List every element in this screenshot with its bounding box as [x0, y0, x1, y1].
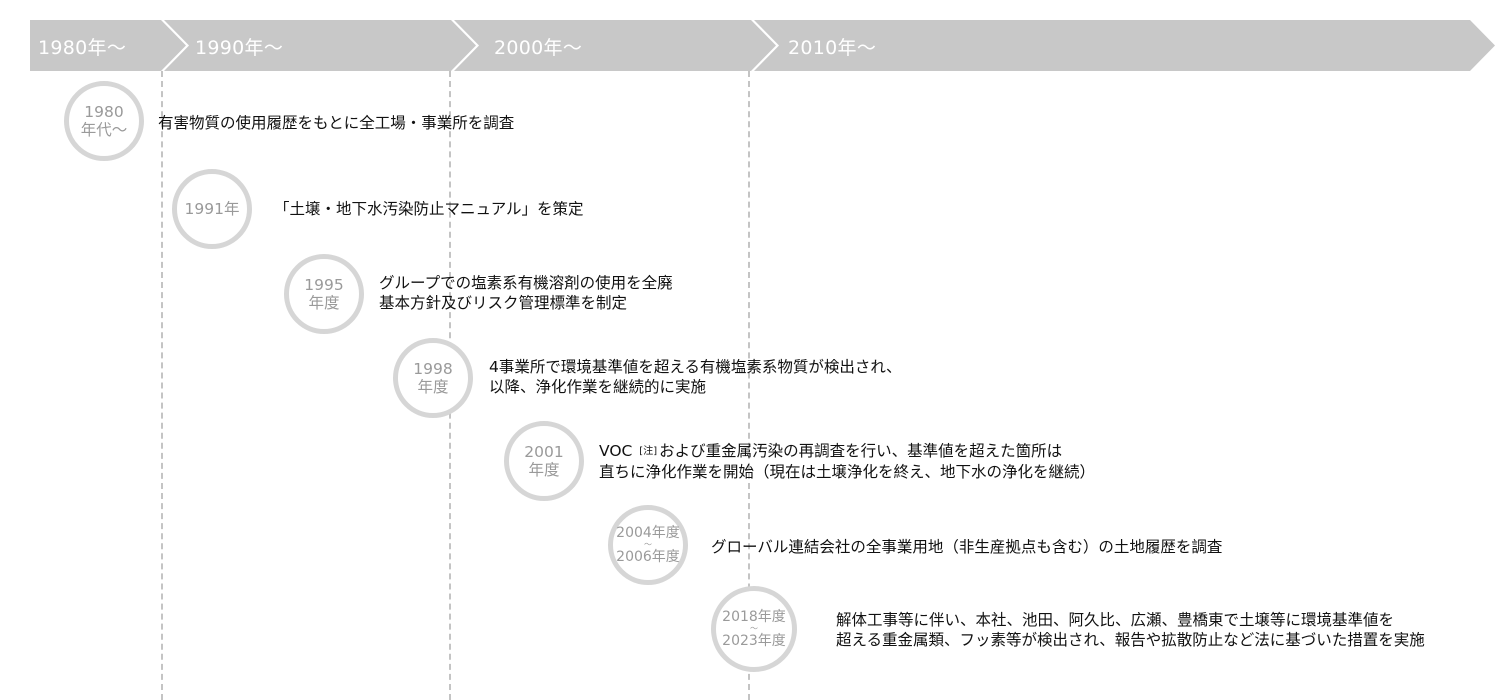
- year-badge-1980s: 1980 年代〜: [64, 81, 144, 161]
- event-line: グローバル連結会社の全事業用地（非生産拠点も含む）の土地履歴を調査: [711, 538, 1223, 556]
- era-label-2000s: 2000年〜: [494, 37, 583, 59]
- badge-year: 1980: [84, 102, 124, 121]
- event-text-2001: VOC [注]および重金属汚染の再調査を行い、基準値を超えた箇所は 直ちに浄化作…: [599, 441, 1095, 482]
- badge-year: 1995: [304, 275, 344, 294]
- era-label-1990s: 1990年〜: [195, 37, 284, 59]
- era-header-arrows: [30, 20, 1495, 71]
- badge-year-start: 2004年度: [616, 524, 680, 541]
- event-line: グループでの塩素系有機溶剤の使用を全廃: [379, 274, 673, 292]
- badge-suffix: 年度: [308, 294, 340, 312]
- era-segment-1980s: [30, 20, 186, 71]
- event-text-2004-2006: グローバル連結会社の全事業用地（非生産拠点も含む）の土地履歴を調査: [711, 537, 1222, 557]
- badge-suffix: 年度: [528, 461, 560, 479]
- badge-year-end: 2006年度: [616, 548, 680, 565]
- badge-year: 1998: [413, 359, 453, 378]
- event-line: 以降、浄化作業を継続的に実施: [489, 378, 707, 396]
- voc-term: VOC: [599, 442, 633, 460]
- year-badge-2004-2006: 2004年度 〜 2006年度: [608, 505, 688, 585]
- badge-suffix: 年度: [417, 378, 449, 396]
- event-line: 有害物質の使用履歴をもとに全工場・事業所を調査: [158, 114, 515, 132]
- event-line: 4事業所で環境基準値を超える有機塩素系物質が検出され、: [489, 358, 902, 376]
- event-text-1995: グループでの塩素系有機溶剤の使用を全廃 基本方針及びリスク管理標準を制定: [379, 273, 673, 313]
- era-segment-2010s: [754, 20, 1495, 71]
- event-line: 「土壌・地下水汚染防止マニュアル」を策定: [274, 200, 584, 218]
- event-line: VOC [注]および重金属汚染の再調査を行い、基準値を超えた箇所は: [599, 441, 1095, 462]
- badge-suffix: 年代〜: [80, 121, 128, 139]
- era-divider-2010: [748, 71, 750, 700]
- event-text-1998: 4事業所で環境基準値を超える有機塩素系物質が検出され、 以降、浄化作業を継続的に…: [489, 357, 902, 397]
- event-text-1980s: 有害物質の使用履歴をもとに全工場・事業所を調査: [158, 113, 514, 133]
- event-line: 解体工事等に伴い、本社、池田、阿久比、広瀬、豊橋東で土壌等に環境基準値を: [836, 611, 1395, 629]
- era-label-1980s: 1980年〜: [38, 37, 127, 59]
- era-header: 1980年〜 1990年〜 2000年〜 2010年〜: [30, 20, 1495, 71]
- year-badge-1991: 1991年: [172, 169, 252, 249]
- event-text-1991: 「土壌・地下水汚染防止マニュアル」を策定: [274, 199, 584, 219]
- badge-range-mark: 〜: [644, 540, 652, 550]
- year-badge-2001: 2001 年度: [504, 421, 584, 501]
- year-badge-2018-2023: 2018年度 〜 2023年度: [711, 586, 797, 672]
- era-segment-1990s: [164, 20, 476, 71]
- year-badge-1995: 1995 年度: [284, 254, 364, 334]
- event-line: 直ちに浄化作業を開始（現在は土壌浄化を終え、地下水の浄化を継続）: [599, 463, 1096, 481]
- badge-year: 2001: [524, 442, 564, 461]
- event-text-2018-2023: 解体工事等に伴い、本社、池田、阿久比、広瀬、豊橋東で土壌等に環境基準値を 超える…: [836, 610, 1425, 650]
- event-line: 基本方針及びリスク管理標準を制定: [379, 294, 628, 312]
- event-line-rest: および重金属汚染の再調査を行い、基準値を超えた箇所は: [659, 442, 1063, 460]
- badge-year-end: 2023年度: [722, 632, 786, 649]
- footnote-marker: [注]: [639, 446, 658, 457]
- event-line: 超える重金属類、フッ素等が検出され、報告や拡散防止など法に基づいた措置を実施: [836, 631, 1425, 649]
- era-divider-1990: [161, 71, 163, 700]
- badge-year: 1991年: [184, 199, 240, 218]
- badge-range-mark: 〜: [750, 624, 758, 634]
- year-badge-1998: 1998 年度: [393, 338, 473, 418]
- badge-year-start: 2018年度: [722, 608, 786, 625]
- era-segment-2000s: [454, 20, 776, 71]
- era-label-2010s: 2010年〜: [788, 37, 877, 59]
